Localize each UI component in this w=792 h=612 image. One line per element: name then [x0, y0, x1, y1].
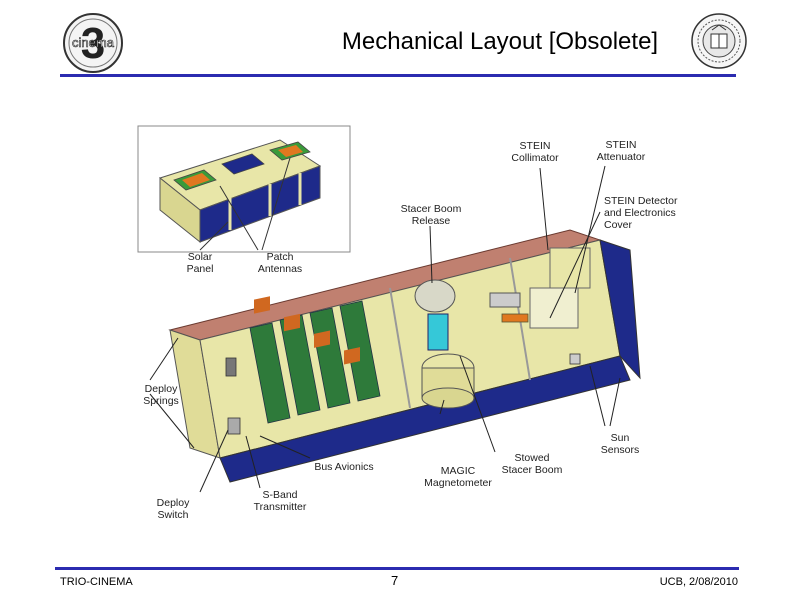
spacecraft-body [168, 229, 641, 483]
callout-s-band-transmitter: S-Band Transmitter [253, 489, 307, 513]
cinema-logo: 3 cinema [58, 12, 128, 74]
page-number: 7 [391, 573, 399, 588]
callout-magic-magnetometer: MAGIC Magnetometer [424, 465, 492, 489]
spacecraft-drawing [137, 125, 641, 493]
seal-graphic [691, 13, 747, 69]
callout-stowed-stacer-boom: Stowed Stacer Boom [501, 452, 563, 476]
callout-bus-avionics: Bus Avionics [314, 461, 374, 473]
logo-numeral: 3 [81, 19, 105, 68]
callout-patch-antennas: Patch Antennas [257, 251, 303, 275]
inset-view [137, 125, 351, 253]
callout-stein-detector: STEIN Detector and Electronics Cover [604, 195, 678, 231]
university-seal [690, 12, 748, 70]
logo-word: cinema [72, 35, 115, 50]
callout-deploy-springs: Deploy Springs [143, 383, 179, 407]
header-rule [60, 74, 736, 77]
callout-sun-sensors: Sun Sensors [600, 432, 640, 456]
slide-title: Mechanical Layout [Obsolete] [341, 28, 659, 55]
callout-stein-attenuator: STEIN Attenuator [596, 139, 646, 163]
callout-stacer-boom-release: Stacer Boom Release [400, 203, 462, 227]
spacecraft-illustration [130, 118, 660, 558]
footer-left: TRIO-CINEMA [60, 576, 133, 588]
footer-right: UCB, 2/08/2010 [659, 576, 738, 588]
callout-solar-panel: Solar Panel [186, 251, 214, 275]
callout-deploy-switch: Deploy Switch [156, 497, 190, 521]
footer-rule [55, 567, 739, 570]
callout-stein-collimator: STEIN Collimator [511, 140, 559, 164]
callout-leaders [149, 165, 621, 493]
cinema-logo-graphic: 3 cinema [63, 13, 123, 73]
